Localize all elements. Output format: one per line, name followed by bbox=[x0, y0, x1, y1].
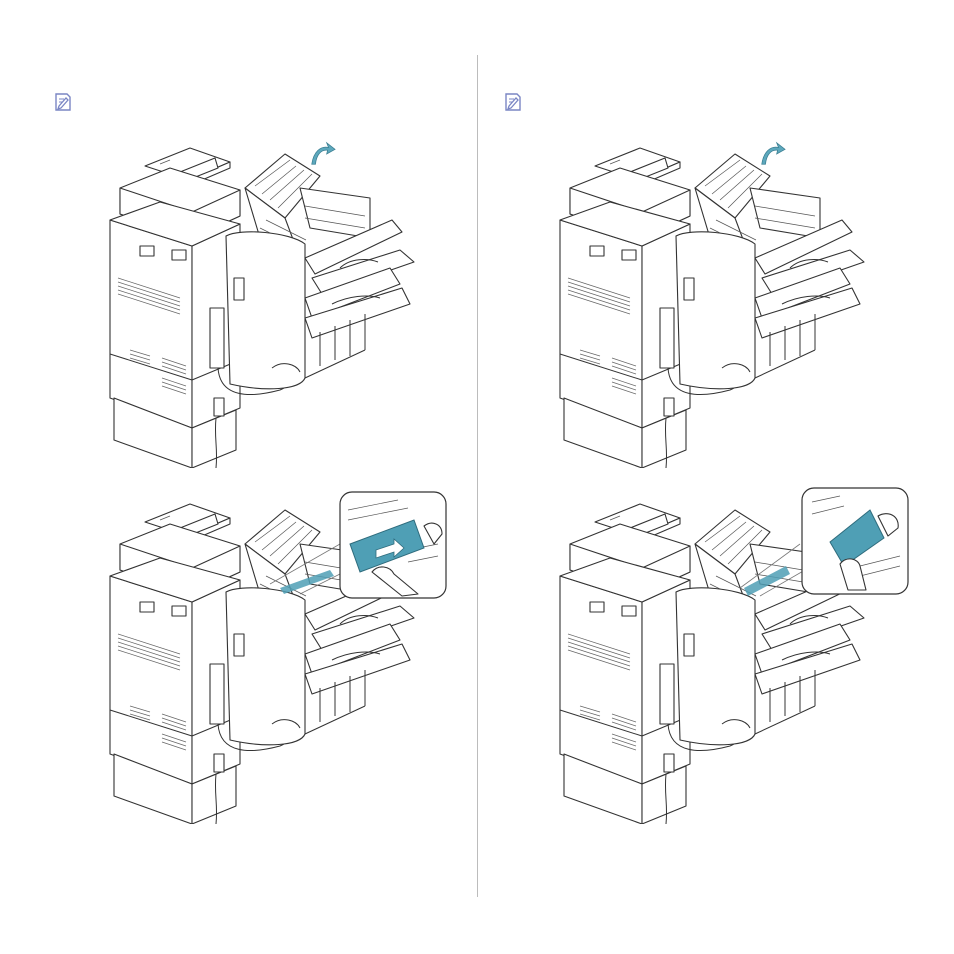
illustration-remove-paper-right bbox=[550, 484, 910, 824]
note-pencil-icon bbox=[503, 92, 523, 112]
zoom-callout-paper-jam bbox=[340, 492, 446, 598]
illustration-remove-paper-left bbox=[100, 484, 460, 824]
note-pencil-icon bbox=[53, 92, 73, 112]
illustration-open-cover-left bbox=[100, 128, 460, 468]
curved-arrow-icon bbox=[312, 143, 335, 164]
curved-arrow-icon bbox=[762, 143, 785, 164]
zoom-callout-paper-jam bbox=[802, 488, 908, 594]
illustration-open-cover-right bbox=[550, 128, 910, 468]
column-divider bbox=[477, 55, 478, 897]
